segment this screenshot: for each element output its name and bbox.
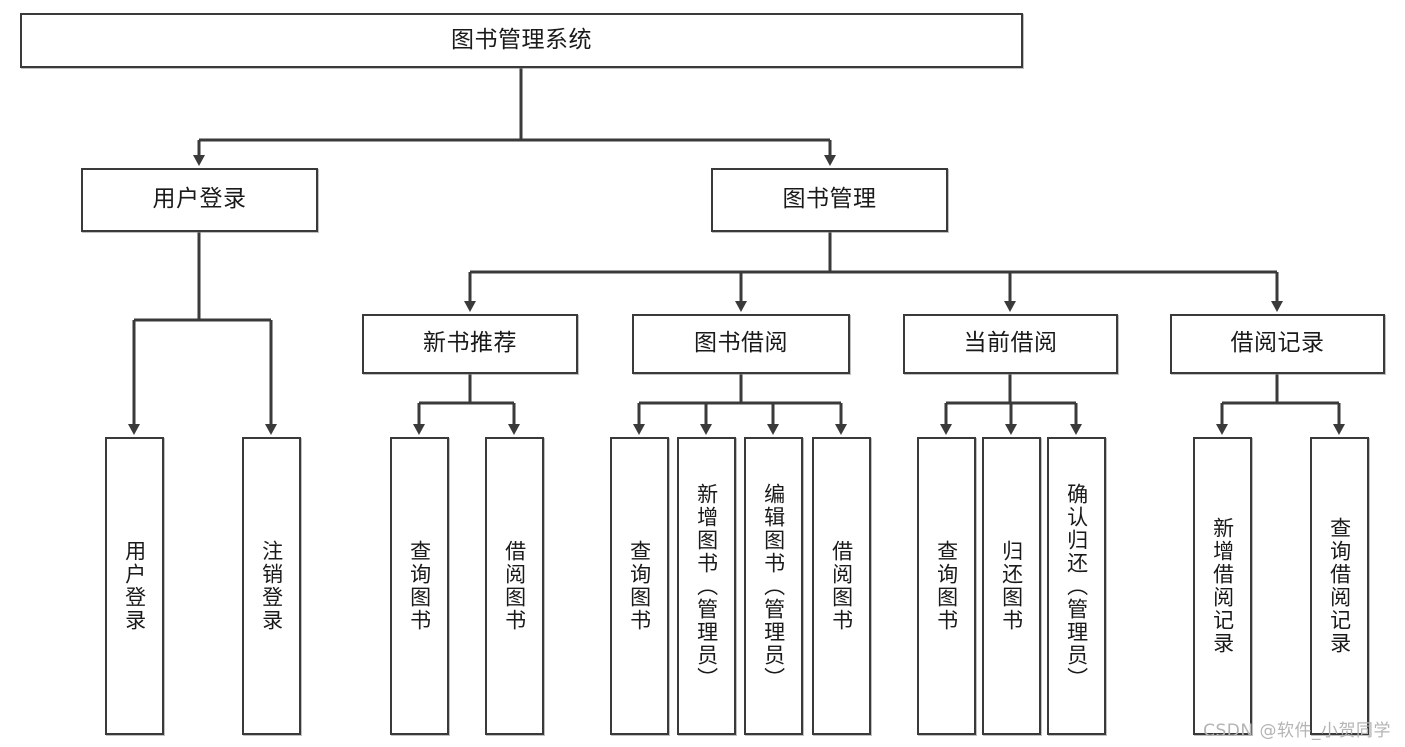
node-current-borrow-label: 当前借阅 bbox=[963, 330, 1058, 357]
node-leaf-query-book-1-label: 查询图书 bbox=[407, 540, 432, 632]
node-leaf-edit-book-label: 编辑图书（管理员） bbox=[761, 482, 786, 690]
node-leaf-user-login-label: 用户登录 bbox=[122, 540, 147, 632]
node-leaf-add-book[interactable]: 新增图书（管理员） bbox=[677, 437, 736, 735]
node-leaf-add-record-label: 新增借阅记录 bbox=[1210, 517, 1235, 655]
node-leaf-confirm-return[interactable]: 确认归还（管理员） bbox=[1047, 437, 1106, 735]
node-user-login-label: 用户登录 bbox=[152, 186, 247, 213]
node-leaf-query-book-1[interactable]: 查询图书 bbox=[390, 437, 449, 735]
node-user-login[interactable]: 用户登录 bbox=[81, 168, 318, 232]
node-current-borrow[interactable]: 当前借阅 bbox=[903, 314, 1118, 374]
node-book-manage-label: 图书管理 bbox=[782, 186, 877, 213]
node-leaf-logout-login-label: 注销登录 bbox=[259, 540, 284, 632]
node-root-system-label: 图书管理系统 bbox=[451, 26, 592, 53]
node-leaf-borrow-book-1-label: 借阅图书 bbox=[502, 540, 527, 632]
node-leaf-query-book-2-label: 查询图书 bbox=[627, 540, 652, 632]
node-book-borrow-label: 图书借阅 bbox=[694, 330, 788, 357]
node-new-book-recommend[interactable]: 新书推荐 bbox=[362, 314, 578, 374]
node-borrow-record-label: 借阅记录 bbox=[1230, 330, 1325, 357]
node-leaf-add-record[interactable]: 新增借阅记录 bbox=[1193, 437, 1252, 735]
node-leaf-query-book-3[interactable]: 查询图书 bbox=[917, 437, 976, 735]
node-leaf-return-book-label: 归还图书 bbox=[999, 540, 1024, 632]
node-book-borrow[interactable]: 图书借阅 bbox=[632, 314, 850, 374]
node-leaf-query-book-3-label: 查询图书 bbox=[934, 540, 959, 632]
node-leaf-query-book-2[interactable]: 查询图书 bbox=[610, 437, 669, 735]
node-borrow-record[interactable]: 借阅记录 bbox=[1170, 314, 1385, 374]
node-leaf-borrow-book-1[interactable]: 借阅图书 bbox=[485, 437, 544, 735]
node-leaf-borrow-book-2[interactable]: 借阅图书 bbox=[812, 437, 871, 735]
node-leaf-query-record-label: 查询借阅记录 bbox=[1327, 517, 1352, 655]
node-leaf-return-book[interactable]: 归还图书 bbox=[982, 437, 1041, 735]
node-leaf-user-login[interactable]: 用户登录 bbox=[105, 437, 164, 735]
node-leaf-logout-login[interactable]: 注销登录 bbox=[242, 437, 301, 735]
csdn-watermark: CSDN @软件_小贺同学 bbox=[1203, 721, 1391, 741]
node-leaf-edit-book[interactable]: 编辑图书（管理员） bbox=[744, 437, 803, 735]
node-leaf-borrow-book-2-label: 借阅图书 bbox=[829, 540, 854, 632]
node-book-manage[interactable]: 图书管理 bbox=[711, 168, 948, 232]
node-root-system[interactable]: 图书管理系统 bbox=[20, 13, 1023, 68]
node-leaf-confirm-return-label: 确认归还（管理员） bbox=[1064, 482, 1089, 690]
node-leaf-add-book-label: 新增图书（管理员） bbox=[694, 482, 719, 690]
node-leaf-query-record[interactable]: 查询借阅记录 bbox=[1310, 437, 1369, 735]
node-new-book-recommend-label: 新书推荐 bbox=[423, 330, 517, 357]
